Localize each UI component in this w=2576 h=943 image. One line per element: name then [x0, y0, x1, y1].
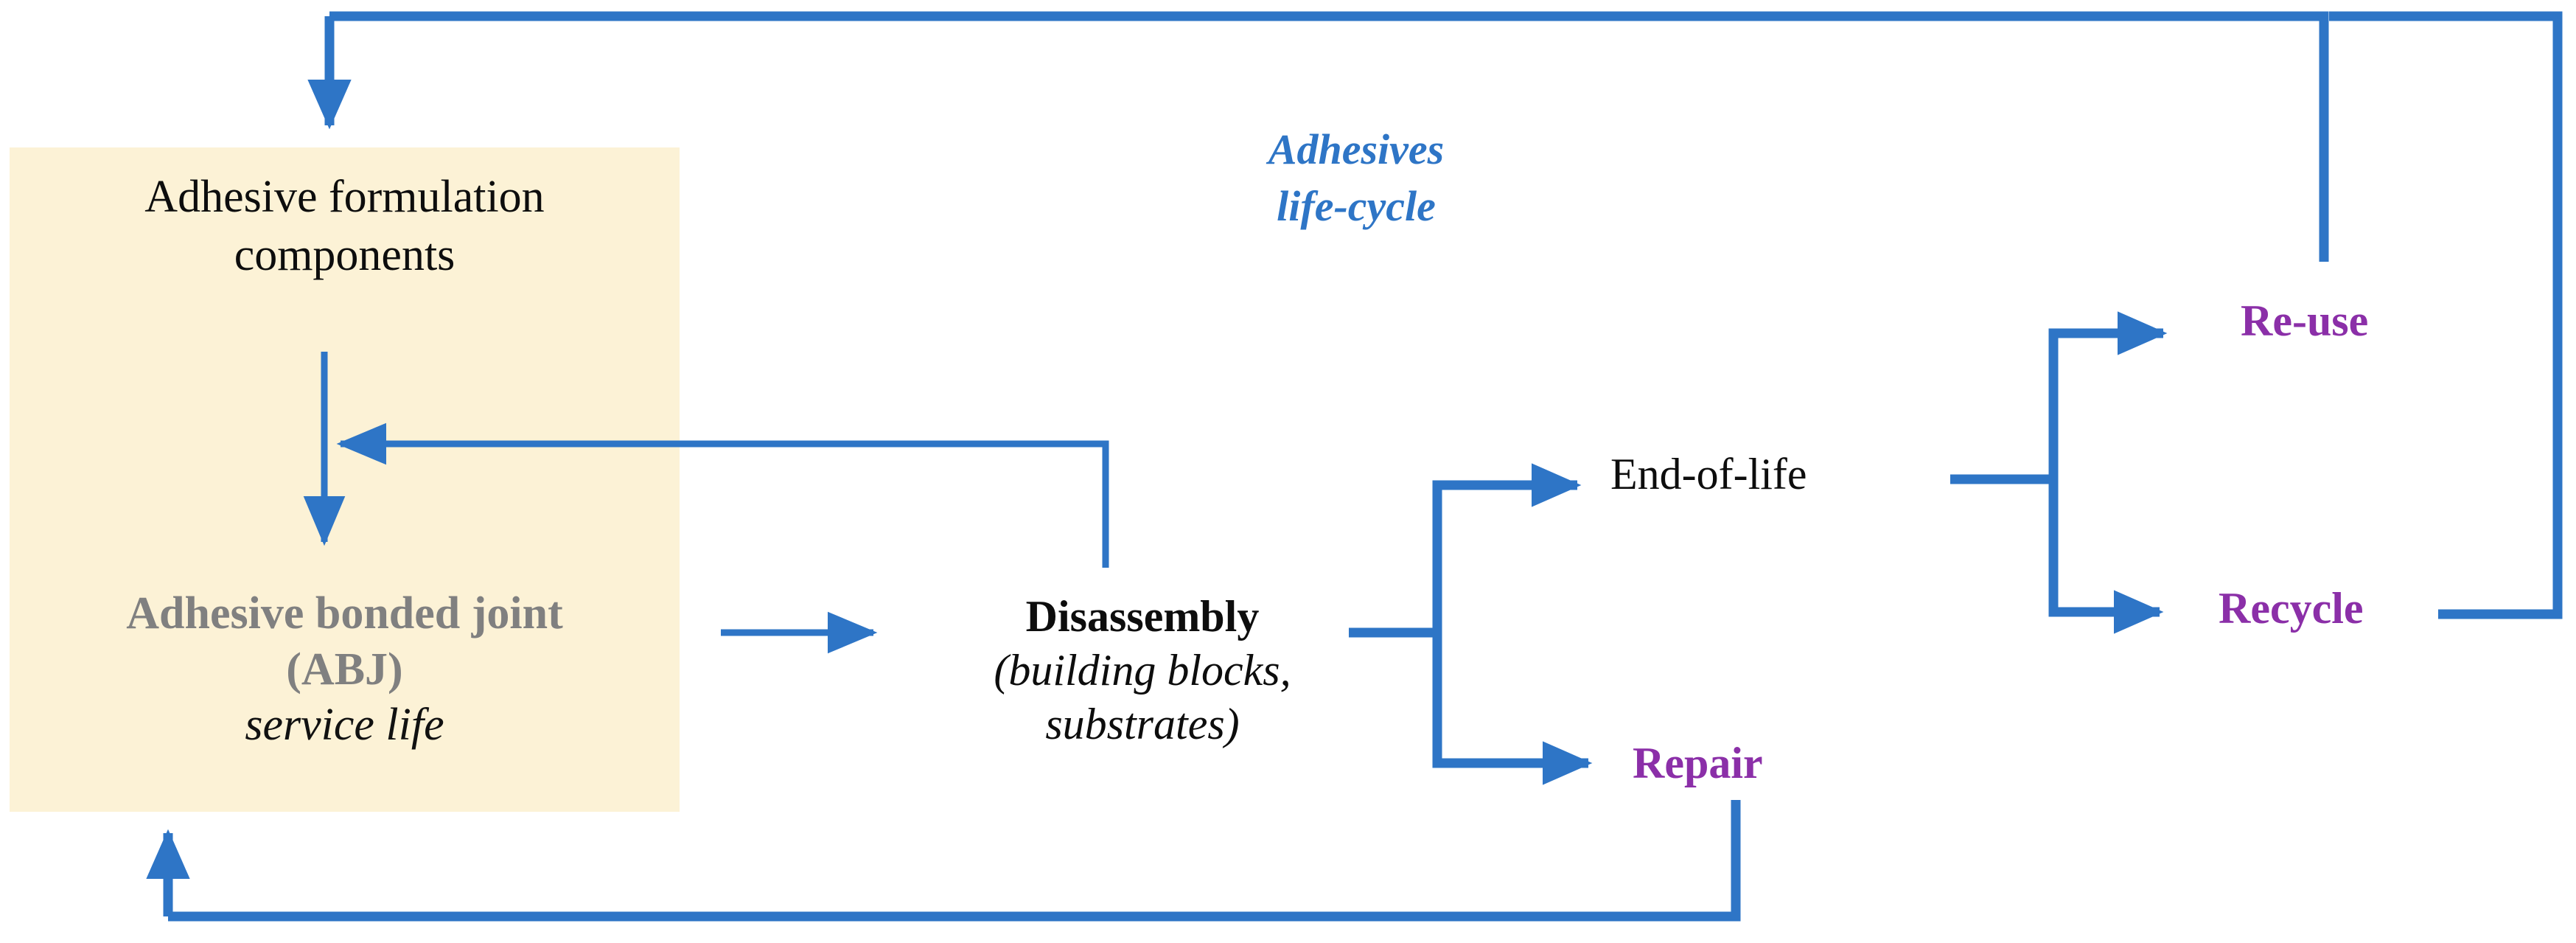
node-formulation-line1: Adhesive formulation: [144, 172, 545, 222]
node-disassembly: Disassembly (building blocks, substrates…: [888, 590, 1397, 752]
adhesive-lifecycle-panel: [10, 147, 680, 812]
node-adhesive-formulation-components: Adhesive formulation components: [10, 168, 680, 285]
node-recycle: Recycle: [2219, 584, 2364, 633]
edge-reuse-to-top-bus: [329, 11, 2329, 262]
edge-repair-to-bottom-bus: [168, 800, 1741, 922]
node-abj-service-life: service life: [245, 700, 444, 751]
node-formulation-line2: components: [234, 230, 455, 281]
diagram-title-line1: Adhesives: [1268, 125, 1445, 173]
node-re-use: Re-use: [2241, 296, 2369, 345]
node-disassembly-label: Disassembly: [1025, 592, 1260, 641]
edge-disassembly-to-formulation: [336, 422, 1109, 568]
edge-recycle-to-top-bus: [2329, 11, 2563, 619]
node-repair: Repair: [1633, 739, 1763, 787]
edge-branch-to-reuse: [2048, 311, 2168, 479]
node-adhesive-bonded-joint: Adhesive bonded joint (ABJ) service life: [10, 586, 680, 754]
edge-branch-to-recycle: [2048, 479, 2164, 634]
node-abj-line2: (ABJ): [286, 644, 403, 695]
node-end-of-life: End-of-life: [1610, 450, 1807, 498]
node-abj-line1: Adhesive bonded joint: [126, 588, 563, 638]
node-disassembly-sub-line2: substrates): [1045, 700, 1240, 749]
node-disassembly-sub-line1: (building blocks,: [994, 646, 1291, 695]
diagram-title: Adhesives life-cycle: [1172, 122, 1540, 234]
edge-branch-to-end-of-life: [1432, 463, 1582, 633]
diagram-title-line2: life-cycle: [1277, 181, 1436, 230]
edge-branch-to-repair: [1432, 633, 1593, 785]
